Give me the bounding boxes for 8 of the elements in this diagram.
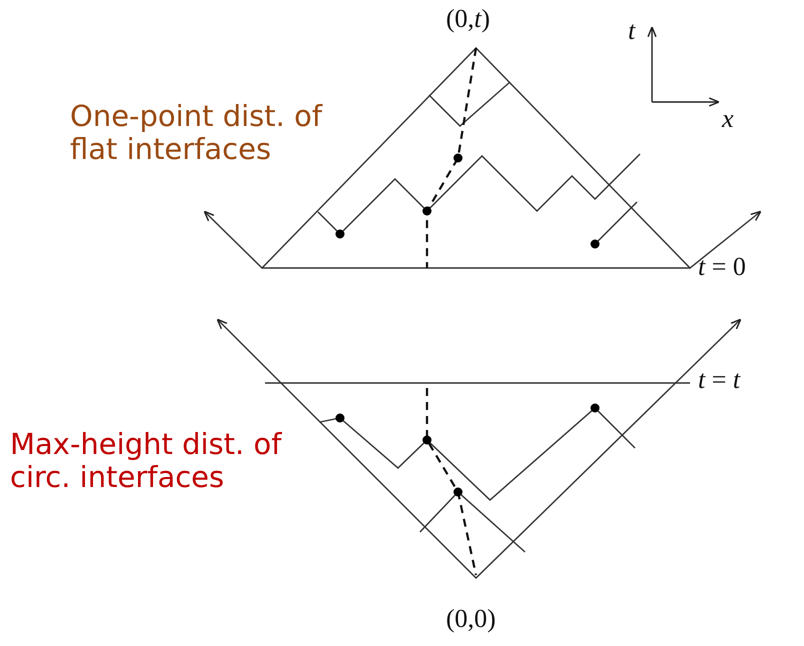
coordinate-label: (0,0) bbox=[446, 604, 496, 634]
time-label: t = 0 bbox=[698, 252, 746, 282]
axis-label: x bbox=[722, 104, 734, 134]
axis-label: t bbox=[628, 16, 636, 46]
coordinate-label: (0,t) bbox=[446, 4, 490, 34]
caption-text: One-point dist. of flat interfaces bbox=[70, 100, 324, 167]
caption-text: Max-height dist. of circ. interfaces bbox=[10, 428, 283, 495]
time-label: t = t bbox=[698, 365, 740, 395]
